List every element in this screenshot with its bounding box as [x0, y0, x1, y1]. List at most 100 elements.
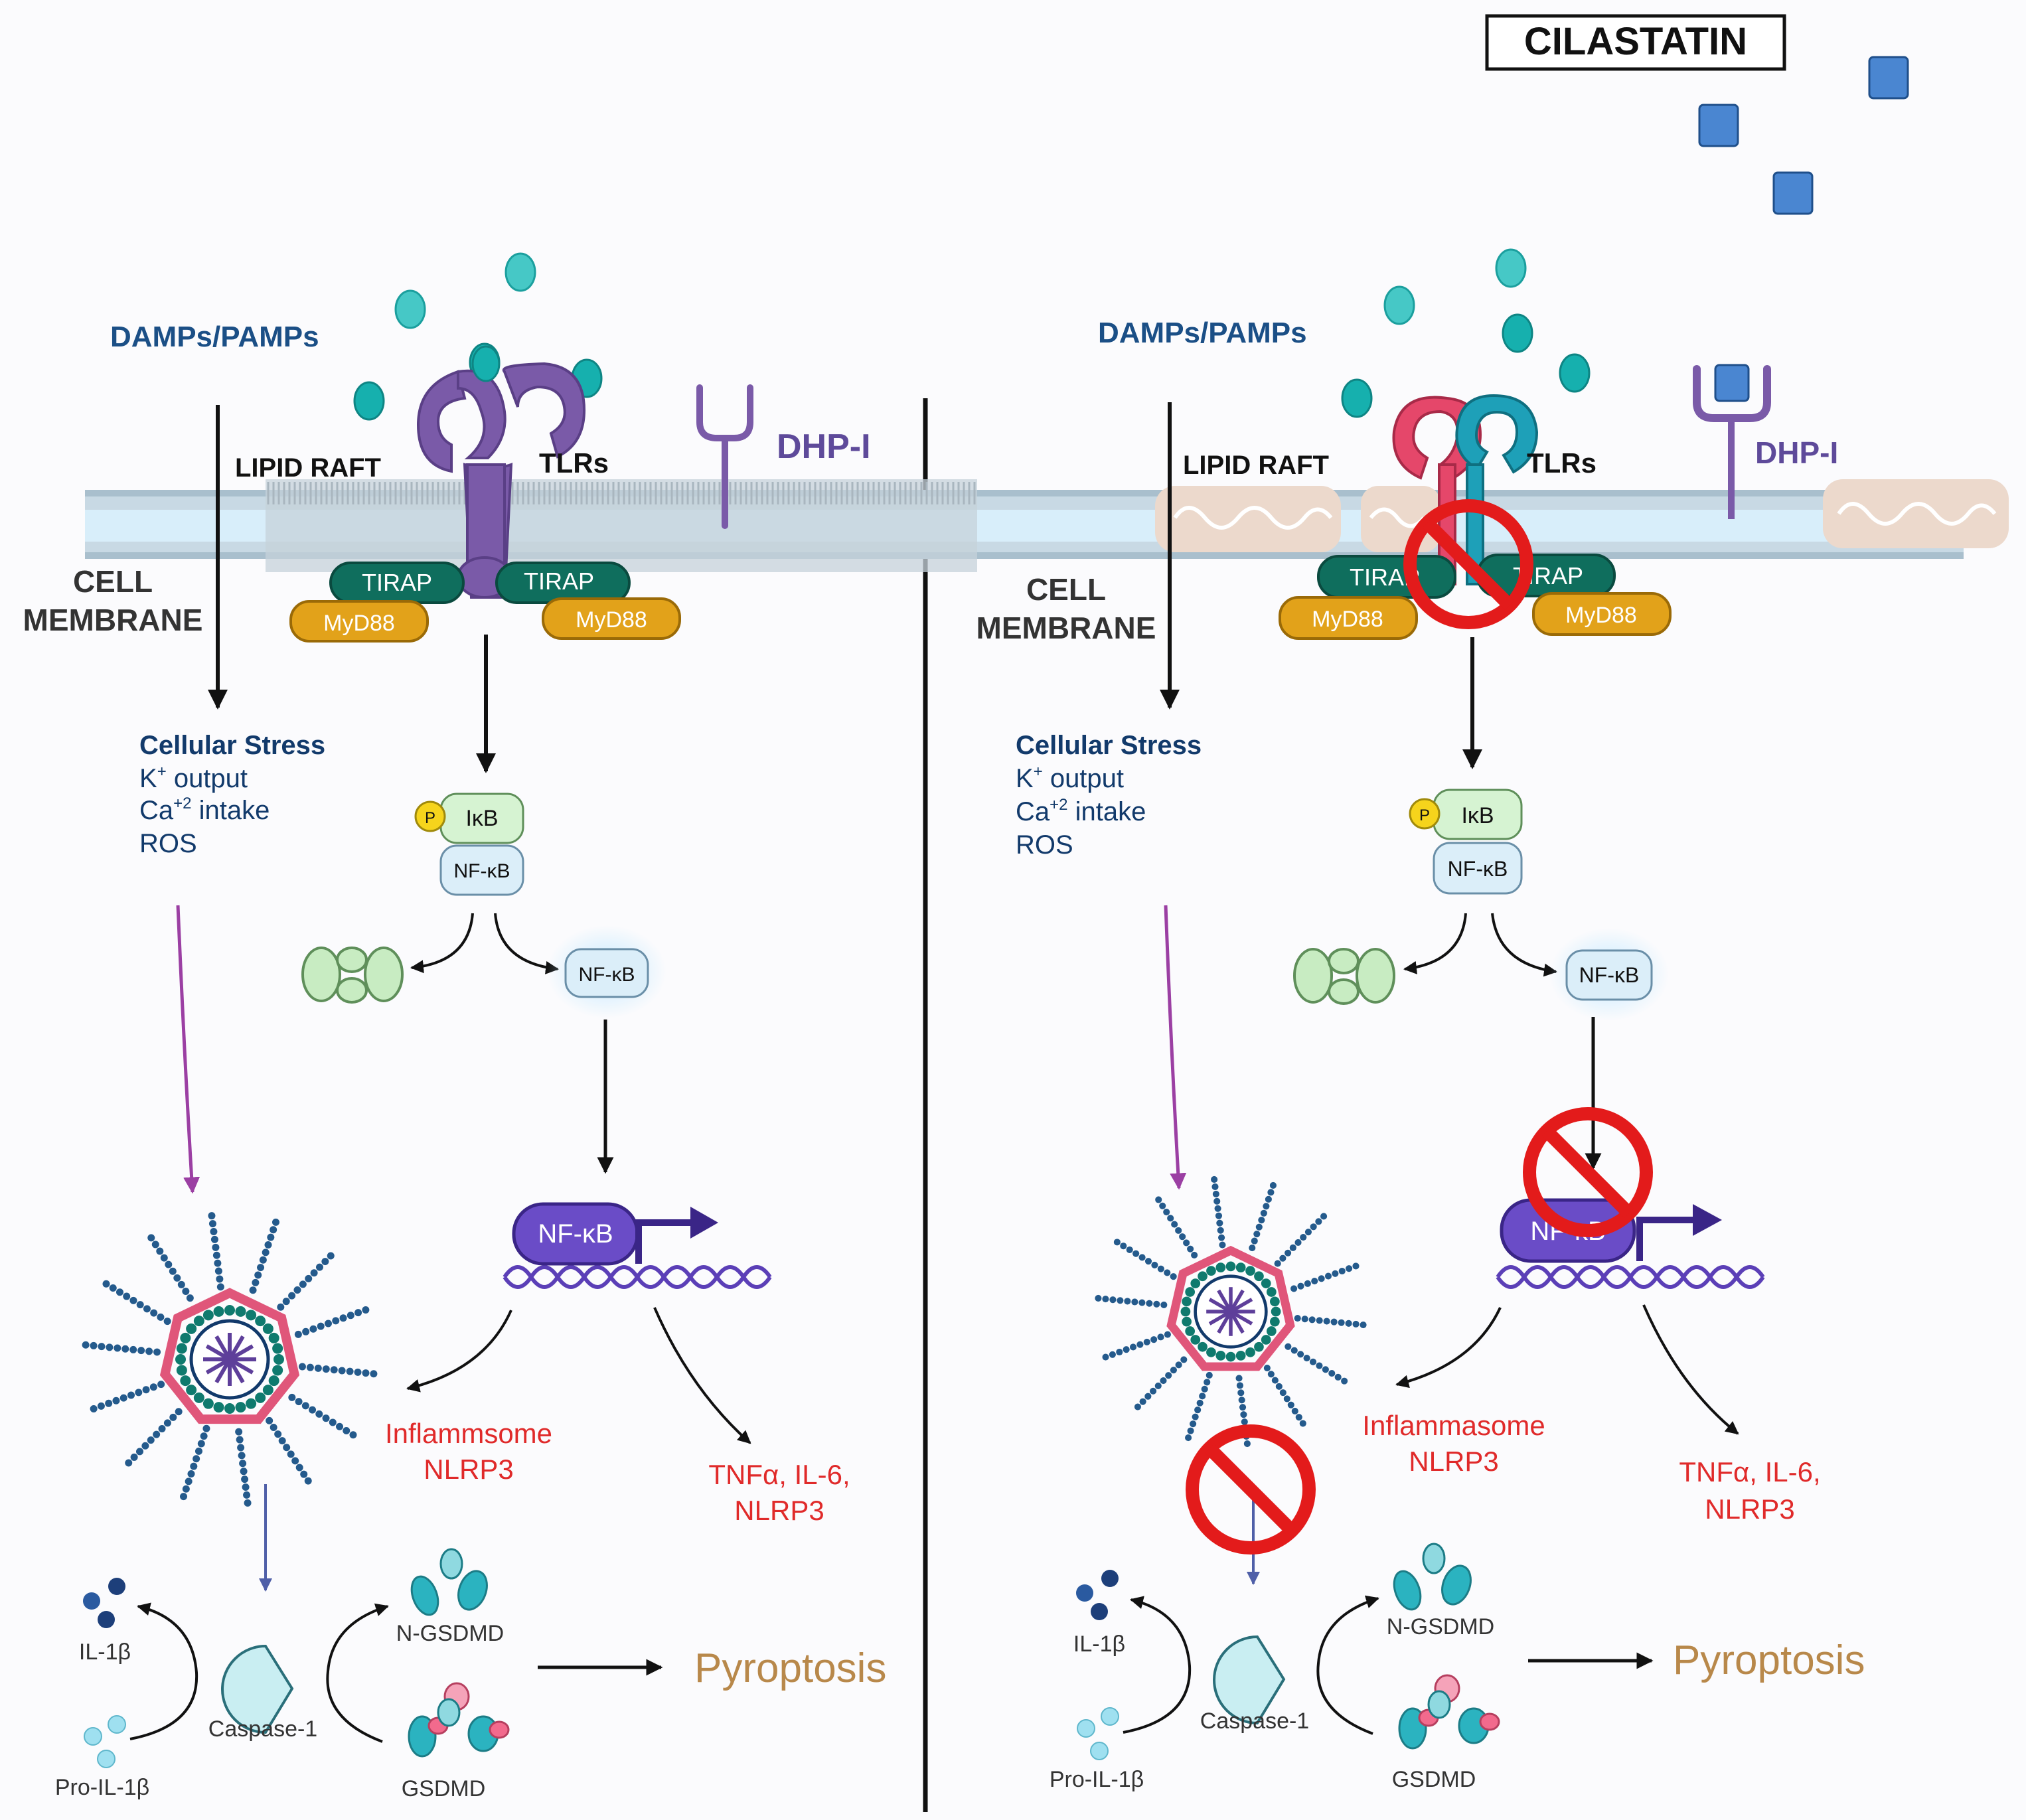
inflammasome-bead — [1131, 1298, 1138, 1306]
inflammasome-bead — [1239, 1404, 1247, 1411]
inflammasome-bead — [1183, 1239, 1190, 1247]
ngsdmd-label-left: N-GSDMD — [396, 1621, 504, 1646]
lipid-raft-label-left: LIPID RAFT — [235, 453, 381, 483]
inflammasome-bead — [301, 1402, 309, 1410]
inflammasome-bead — [1102, 1353, 1109, 1361]
inflammasome-bead — [1170, 1273, 1177, 1280]
inflammasome-bead — [216, 1275, 224, 1283]
inflammasome-bead — [343, 1426, 351, 1434]
inflammasome-bead — [1167, 1215, 1174, 1222]
inflammasome-bead — [287, 1450, 295, 1458]
inflammasome-bead — [1116, 1348, 1123, 1356]
inflammasome-label-right: Inflammasome — [1362, 1410, 1545, 1441]
inflammasome-bead — [136, 1301, 144, 1309]
lipid-raft-left — [266, 479, 977, 572]
ngsdmd-icon-right — [1393, 1543, 1472, 1611]
inflammasome-bead — [1102, 1296, 1109, 1303]
inflammasome-bead — [254, 1271, 262, 1279]
inflammasome-bead — [1194, 1406, 1202, 1414]
inflammasome-bead — [1144, 1258, 1152, 1265]
caspase-spoke — [1229, 1310, 1253, 1326]
inflammasome-bead — [274, 1430, 282, 1438]
tlrs-label-left: TLRs — [539, 447, 609, 479]
damps-particles-right — [1341, 248, 1591, 418]
inflammasome-bead — [1294, 1239, 1302, 1247]
inflammasome-bead — [142, 1386, 150, 1394]
inflammasome-bead — [1294, 1315, 1301, 1322]
arrow-proil1b-to-il1b-left — [129, 1602, 198, 1740]
inflammasome-bead — [1316, 1317, 1323, 1324]
inflammasome-bead — [262, 1249, 270, 1256]
inflammasome-bead — [1165, 1372, 1172, 1379]
asc-bead — [1190, 1335, 1201, 1345]
asc-bead — [262, 1323, 273, 1334]
inflammasome-bead — [1215, 1212, 1223, 1219]
adaptor-complex-left: TIRAP TIRAP MyD88 MyD88 — [289, 562, 681, 643]
inflammasome-bead — [1265, 1195, 1272, 1203]
inflammasome-bead — [310, 1269, 318, 1277]
asc-bead — [1182, 1316, 1192, 1327]
inflammasome-bead — [1240, 1411, 1247, 1418]
pro-il1b-label-right: Pro-IL-1β — [1050, 1767, 1144, 1792]
tlr-receptor-right — [1392, 394, 1539, 585]
inflammasome-bead — [305, 1274, 313, 1282]
caspase-spoke — [1229, 1289, 1245, 1313]
stress-ros: ROS — [139, 829, 197, 858]
inflammasome-bead — [193, 1455, 200, 1463]
dhp-receptor-right — [1693, 364, 1771, 519]
inflammasome-bead — [282, 1298, 290, 1306]
inflammasome-bead — [1138, 1299, 1146, 1306]
inflammasome-bead — [137, 1347, 145, 1355]
inflammasome-bead — [125, 1459, 133, 1467]
caspase-spoke — [214, 1358, 232, 1384]
inflammasome-bead — [1216, 1219, 1223, 1227]
gsdmd-icon-left — [408, 1682, 510, 1758]
stress-ca-rest: intake — [192, 796, 270, 825]
arrow-to-inflammasome-left — [406, 1310, 512, 1393]
asc-bead — [255, 1316, 266, 1327]
nfkb-dna-left: NF-κB — [503, 1202, 772, 1289]
inflammasome-bead — [1338, 1267, 1346, 1275]
myd88-right-a — [1279, 596, 1418, 640]
inflammasome-bead — [90, 1341, 98, 1349]
inflammasome-complex-left — [82, 1212, 378, 1507]
inflammasome-bead — [257, 1264, 265, 1272]
inflammasome-bead — [1164, 1269, 1171, 1276]
caspase-label-right: Caspase-1 — [1200, 1708, 1309, 1734]
asc-bead — [255, 1392, 266, 1403]
inflammasome-bead — [143, 1305, 151, 1313]
inflammasome-bead — [141, 1442, 149, 1450]
inflammasome-bead — [1170, 1367, 1177, 1374]
inflammasome-bead — [1263, 1364, 1271, 1372]
inflammasome-bead — [97, 1402, 105, 1410]
inflammasome-bead — [208, 1220, 216, 1228]
inflammasome-bead — [169, 1413, 177, 1421]
gsdmd-label-right: GSDMD — [1392, 1767, 1476, 1792]
inflammasome-bead — [1352, 1320, 1360, 1327]
inflammasome-bead — [294, 1330, 302, 1338]
arrow-gsdmd-to-ngsdmd-left — [326, 1603, 389, 1743]
nlrp3-label-left: NLRP3 — [424, 1454, 513, 1485]
inflammasome-bead — [182, 1287, 190, 1295]
stress-ros: ROS — [1016, 830, 1073, 860]
free-nfkb-right — [1565, 949, 1653, 1001]
caspase-spoke — [228, 1344, 254, 1361]
inflammasome-bead — [362, 1306, 370, 1314]
inflammasome-bead — [165, 1260, 173, 1268]
inflammasome-bead — [182, 1485, 190, 1493]
inflammasome-bead — [317, 1322, 325, 1330]
inflammasome-bead — [145, 1347, 153, 1355]
asc-bead — [235, 1402, 246, 1413]
cell-membrane — [85, 479, 2009, 572]
stress-k-base: K — [139, 764, 157, 793]
inflammasome-bead — [237, 1444, 245, 1452]
nfkb-small-label: NF-κB — [1448, 857, 1508, 881]
inflammasome-bead — [1309, 1358, 1317, 1365]
inflammasome-bead — [130, 1453, 138, 1461]
inflammasome-bead — [306, 1363, 314, 1371]
tirap-label: TIRAP — [524, 568, 594, 595]
inflammasome-bead — [1258, 1217, 1265, 1224]
myd88-left-a — [289, 600, 429, 643]
inflammasome-bead — [240, 1468, 248, 1476]
inflammasome-bead — [1237, 1389, 1245, 1397]
